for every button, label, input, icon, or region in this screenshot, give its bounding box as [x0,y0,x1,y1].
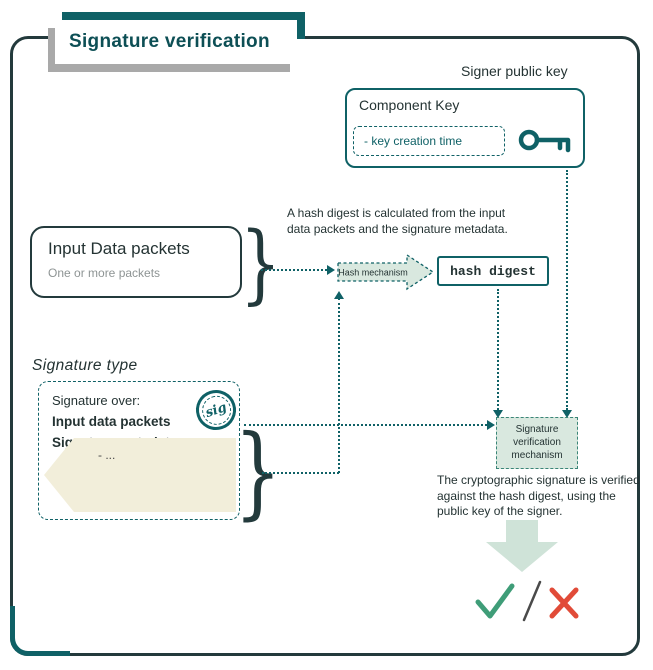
arrow-key-to-verification-head [562,410,572,418]
arrow-metadata-to-hash-hline [262,472,339,474]
page-title: Signature verification [55,20,297,64]
signature-type-label: Signature type [32,357,138,374]
signature-box [38,381,240,520]
arrow-digest-to-verification-head [493,410,503,418]
arrow-input-to-hash-line [261,269,327,271]
input-data-packets-subtitle: One or more packets [48,266,161,280]
arrow-signature-to-verification-line [244,424,487,426]
key-creation-time-tag: - key creation time [353,126,505,156]
diagram-frame [10,36,640,656]
result-icons [475,580,579,622]
hash-digest-note: A hash digest is calculated from the inp… [287,206,508,236]
brace-input-packets: } [240,214,282,314]
arrow-key-to-verification-line [566,170,568,410]
component-key-title: Component Key [359,97,460,113]
slash-divider [522,580,542,622]
result-down-arrow [486,520,558,572]
frame-corner-accent [10,606,70,656]
input-data-packets-box: Input Data packets One or more packets [30,226,242,298]
key-icon [518,129,571,153]
cross-icon [549,587,579,619]
title-accent-bar-right [297,12,305,39]
input-data-packets-title: Input Data packets [48,239,190,258]
signature-over-label: Signature over: [52,393,141,408]
metadata-arrow-shape [44,438,236,512]
sig-stamp-text: sig [197,391,235,429]
arrow-metadata-to-hash-vline [338,298,340,473]
arrow-digest-to-verification-line [497,289,499,410]
signer-public-key-caption: Signer public key [461,63,568,79]
hash-digest-box: hash digest [437,256,549,286]
hash-mechanism-label: Hash mechanism [338,268,408,278]
title-accent-bar-top [62,12,305,20]
arrow-input-to-hash-head [327,265,335,275]
arrow-metadata-to-hash-head [334,291,344,299]
signature-item-input-packets: Input data packets [52,414,171,429]
check-icon [475,583,515,619]
verification-note: The cryptographic signature is verified … [437,473,640,519]
brace-signature-metadata: } [234,413,282,530]
metadata-detail-text: - ... [98,448,116,462]
signature-verification-mechanism-box: Signature verification mechanism [496,417,578,469]
hash-mechanism-arrow: Hash mechanism [337,253,435,291]
arrow-signature-to-verification-head [487,420,495,430]
